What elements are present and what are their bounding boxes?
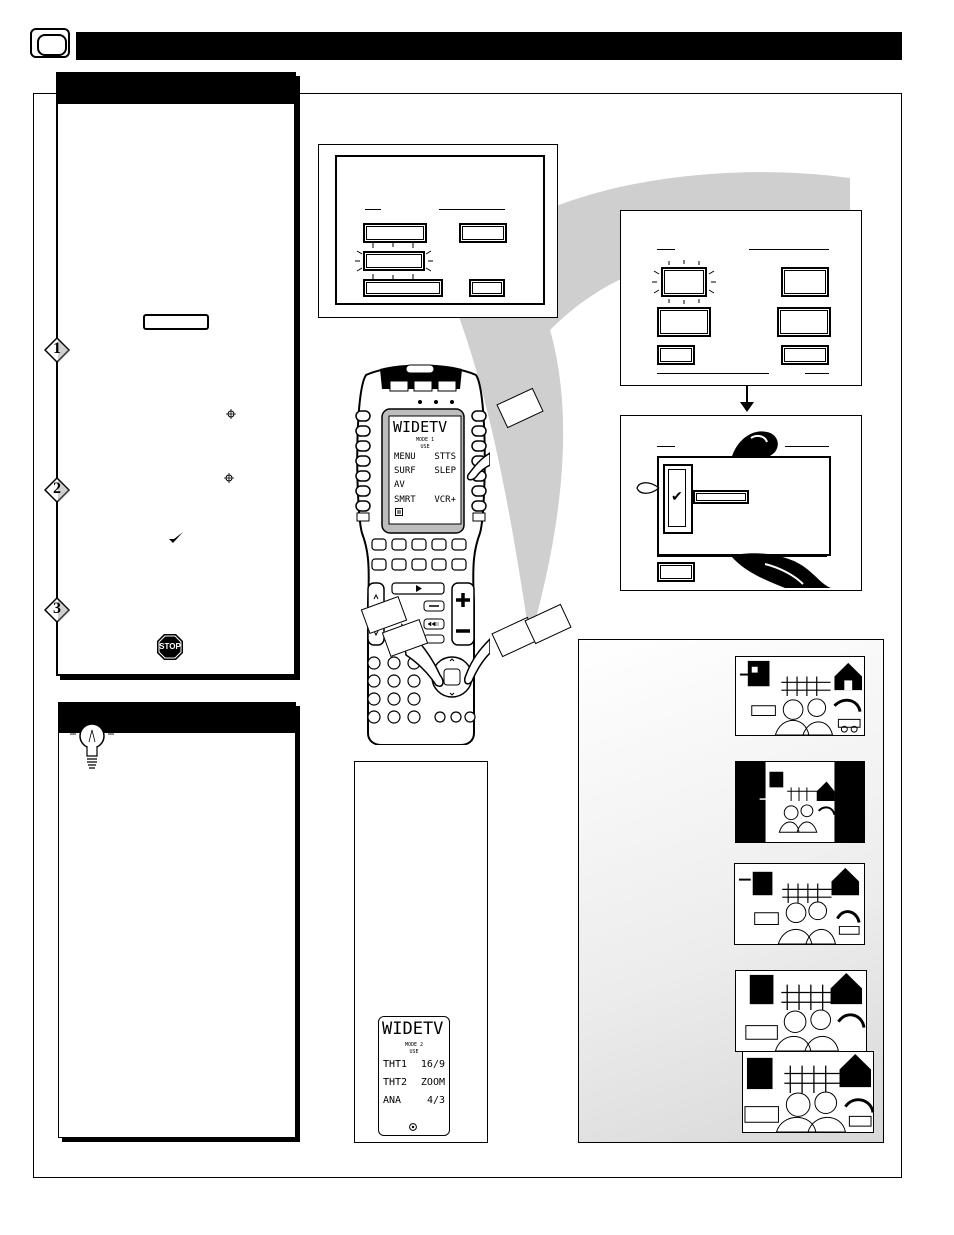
step-1-number: 1 bbox=[53, 340, 61, 357]
lcd-title: WIDETV bbox=[382, 1019, 444, 1039]
menu-option-box-highlighted bbox=[661, 267, 707, 297]
picture-menu-screen bbox=[620, 210, 862, 386]
step-2-number: 2 bbox=[53, 480, 61, 497]
lcd-key-surf[interactable]: SURF bbox=[394, 466, 416, 476]
format-thumbnail-16-9 bbox=[735, 761, 865, 843]
format-menu-screen: ✔ bbox=[620, 415, 862, 591]
lcd-key-zoom[interactable]: ZOOM bbox=[420, 1077, 445, 1088]
header-bar bbox=[76, 32, 902, 60]
format-selection-bar bbox=[663, 464, 693, 534]
hand-illustration bbox=[731, 553, 831, 588]
menu-option-box bbox=[363, 279, 443, 297]
menu-option-box bbox=[657, 307, 711, 337]
lcd-key-sleep[interactable]: SLEP bbox=[434, 466, 456, 476]
lcd-row: MENU STTS bbox=[394, 452, 456, 462]
light-bulb-icon bbox=[70, 708, 114, 769]
lcd-key-status[interactable]: STTS bbox=[434, 452, 456, 462]
lcd-key-theater-1[interactable]: THT1 bbox=[383, 1059, 408, 1070]
lcd-mode: MODE 2 bbox=[404, 1042, 424, 1048]
step-2-diamond: 2 bbox=[43, 476, 71, 504]
menu-option-box bbox=[469, 279, 505, 297]
lcd-use: USE bbox=[420, 444, 430, 450]
menu-option-box bbox=[781, 267, 829, 297]
page-frame bbox=[33, 93, 902, 1178]
tv-menu-screen-inner bbox=[335, 155, 545, 305]
lcd-key-av[interactable]: AV bbox=[394, 480, 405, 490]
remote-lcd-mode-1: WIDETV MODE 1 USE MENU STTS SURF SLEP AV… bbox=[389, 416, 461, 524]
lcd-row: THT2 ZOOM bbox=[383, 1077, 445, 1088]
stop-icon: STOP bbox=[156, 633, 184, 661]
format-thumbnail-theater-1 bbox=[735, 970, 867, 1052]
instruction-panel bbox=[56, 72, 296, 676]
lcd-row: THT1 16/9 bbox=[383, 1059, 445, 1070]
lcd-key-smart[interactable]: SMRT bbox=[394, 495, 416, 505]
menu-option-box-highlighted bbox=[363, 251, 425, 271]
menu-option-box bbox=[781, 345, 829, 365]
cursor-button-icon bbox=[224, 473, 234, 483]
lcd-row: SURF SLEP bbox=[394, 466, 456, 476]
format-thumbnail-zoom bbox=[734, 863, 865, 945]
format-checkmark: ✔ bbox=[671, 488, 683, 504]
remote-lcd-mode-2: WIDETV MODE 2 USE THT1 16/9 THT2 ZOOM AN… bbox=[378, 1016, 450, 1136]
format-thumbnail-4-3 bbox=[735, 656, 865, 736]
highlight-sparkle-icon bbox=[355, 242, 433, 280]
lcd-row: ANA 4/3 bbox=[383, 1095, 445, 1106]
lcd-title: WIDETV bbox=[393, 418, 448, 436]
lcd-use: USE bbox=[409, 1049, 419, 1055]
lcd-key-anamorphic[interactable]: ANA bbox=[383, 1095, 402, 1106]
lcd-scroll-icon bbox=[395, 508, 403, 516]
stop-label: STOP bbox=[159, 642, 181, 651]
lcd-mode: MODE 1 bbox=[415, 437, 435, 443]
lcd-key-4-3[interactable]: 4/3 bbox=[426, 1095, 445, 1106]
step-3-diamond: 3 bbox=[43, 596, 71, 624]
lcd-row: AV bbox=[394, 480, 456, 490]
menu-option-box bbox=[777, 307, 831, 337]
menu-option-box bbox=[459, 223, 507, 243]
hand-illustration bbox=[731, 431, 778, 460]
lcd-row: SMRT VCR+ bbox=[394, 495, 456, 505]
lcd-scroll-icon bbox=[409, 1123, 417, 1131]
down-arrow bbox=[746, 385, 748, 407]
highlight-sparkle-icon bbox=[652, 260, 716, 304]
menu-option-box bbox=[657, 562, 695, 582]
menu-option-box bbox=[363, 223, 427, 243]
instruction-panel-header bbox=[58, 74, 294, 104]
step-3-number: 3 bbox=[53, 600, 61, 617]
down-arrow-head bbox=[740, 402, 754, 412]
format-option-highlighted bbox=[693, 490, 749, 504]
format-thumbnail-theater-2 bbox=[742, 1051, 874, 1133]
lcd-key-vcr-plus[interactable]: VCR+ bbox=[434, 495, 456, 505]
lcd-key-theater-2[interactable]: THT2 bbox=[383, 1077, 408, 1088]
step-1-diamond: 1 bbox=[43, 336, 71, 364]
tv-icon bbox=[30, 28, 70, 58]
cursor-button-icon bbox=[226, 409, 236, 419]
menu-option-box bbox=[657, 345, 695, 365]
lcd-key-menu[interactable]: MENU bbox=[394, 452, 416, 462]
lcd-key-16-9[interactable]: 16/9 bbox=[420, 1059, 445, 1070]
pointer-arrow-icon bbox=[636, 482, 660, 494]
checkmark-icon bbox=[169, 532, 183, 543]
tv-menu-screen bbox=[318, 144, 558, 318]
button-pill-icon bbox=[143, 314, 209, 330]
